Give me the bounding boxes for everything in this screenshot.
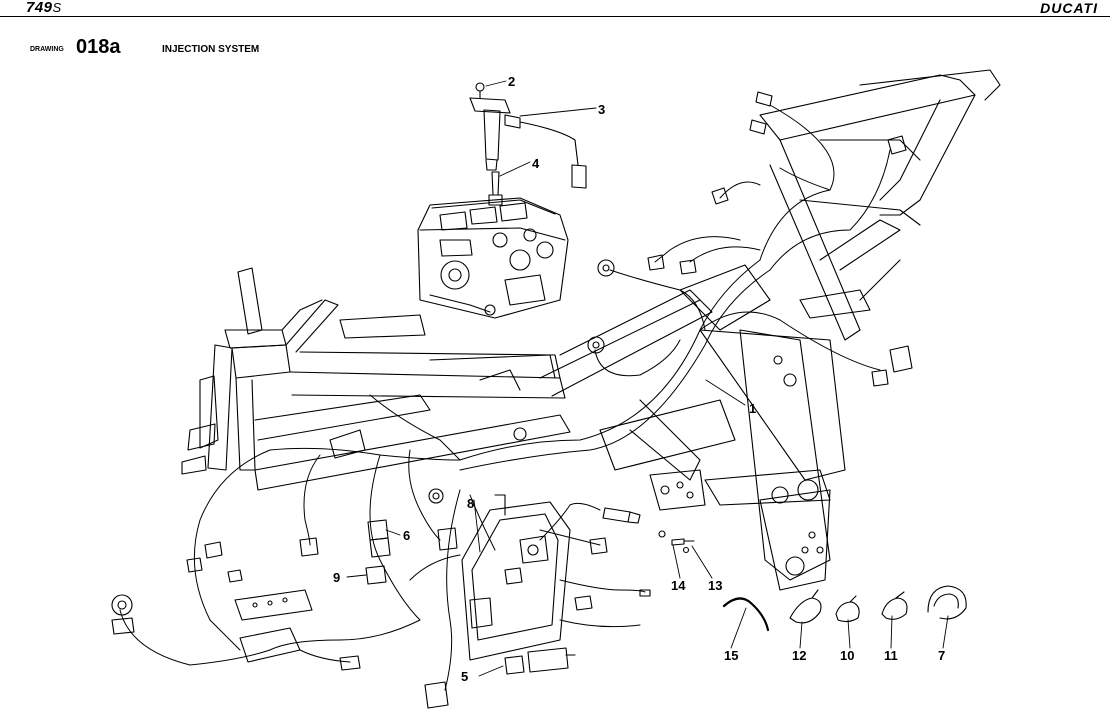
callout-8: 8 — [467, 496, 474, 511]
callout-7: 7 — [938, 648, 945, 663]
clamp-12 — [789, 589, 822, 624]
callout-4: 4 — [532, 156, 540, 171]
drawing-title: INJECTION SYSTEM — [162, 44, 260, 55]
callout-3: 3 — [598, 102, 605, 117]
relays — [365, 519, 391, 585]
frame — [181, 69, 1001, 591]
model-name: 749S — [26, 0, 62, 16]
clamp-10 — [835, 595, 860, 623]
header-rule — [0, 16, 1110, 17]
callout-11: 11 — [884, 648, 898, 663]
drawing-label: DRAWING — [30, 46, 64, 53]
brand-logo: DUCATI — [1040, 0, 1098, 16]
callout-6: 6 — [403, 528, 410, 543]
cylinder-head — [417, 197, 569, 319]
cable-tie-15 — [722, 597, 770, 632]
callout-2: 2 — [508, 74, 515, 89]
ecu-box — [461, 494, 608, 661]
callout-13: 13 — [708, 578, 722, 593]
callout-12: 12 — [792, 648, 806, 663]
fuse-box — [504, 647, 576, 675]
connectors — [111, 91, 913, 709]
clamp-7 — [927, 585, 967, 620]
model-number: 749 — [26, 0, 53, 16]
callout-5: 5 — [461, 669, 468, 684]
callout-1: 1 — [749, 401, 756, 416]
clamp-11 — [881, 591, 908, 620]
spark-plug — [488, 171, 503, 206]
callout-10: 10 — [840, 648, 854, 663]
bolts — [658, 530, 695, 554]
model-suffix: S — [52, 0, 62, 15]
ignition-coil — [469, 82, 587, 189]
leader-lines — [346, 80, 949, 677]
top-bar: 749S DUCATI — [0, 0, 1110, 16]
drawing-number: 018a — [76, 36, 121, 58]
callout-14: 14 — [671, 578, 686, 593]
wiring-harness — [119, 104, 891, 691]
callout-9: 9 — [333, 570, 340, 585]
callout-labels: 2 3 4 1 8 6 9 5 13 14 15 12 10 11 7 — [333, 74, 945, 684]
callout-15: 15 — [724, 648, 738, 663]
